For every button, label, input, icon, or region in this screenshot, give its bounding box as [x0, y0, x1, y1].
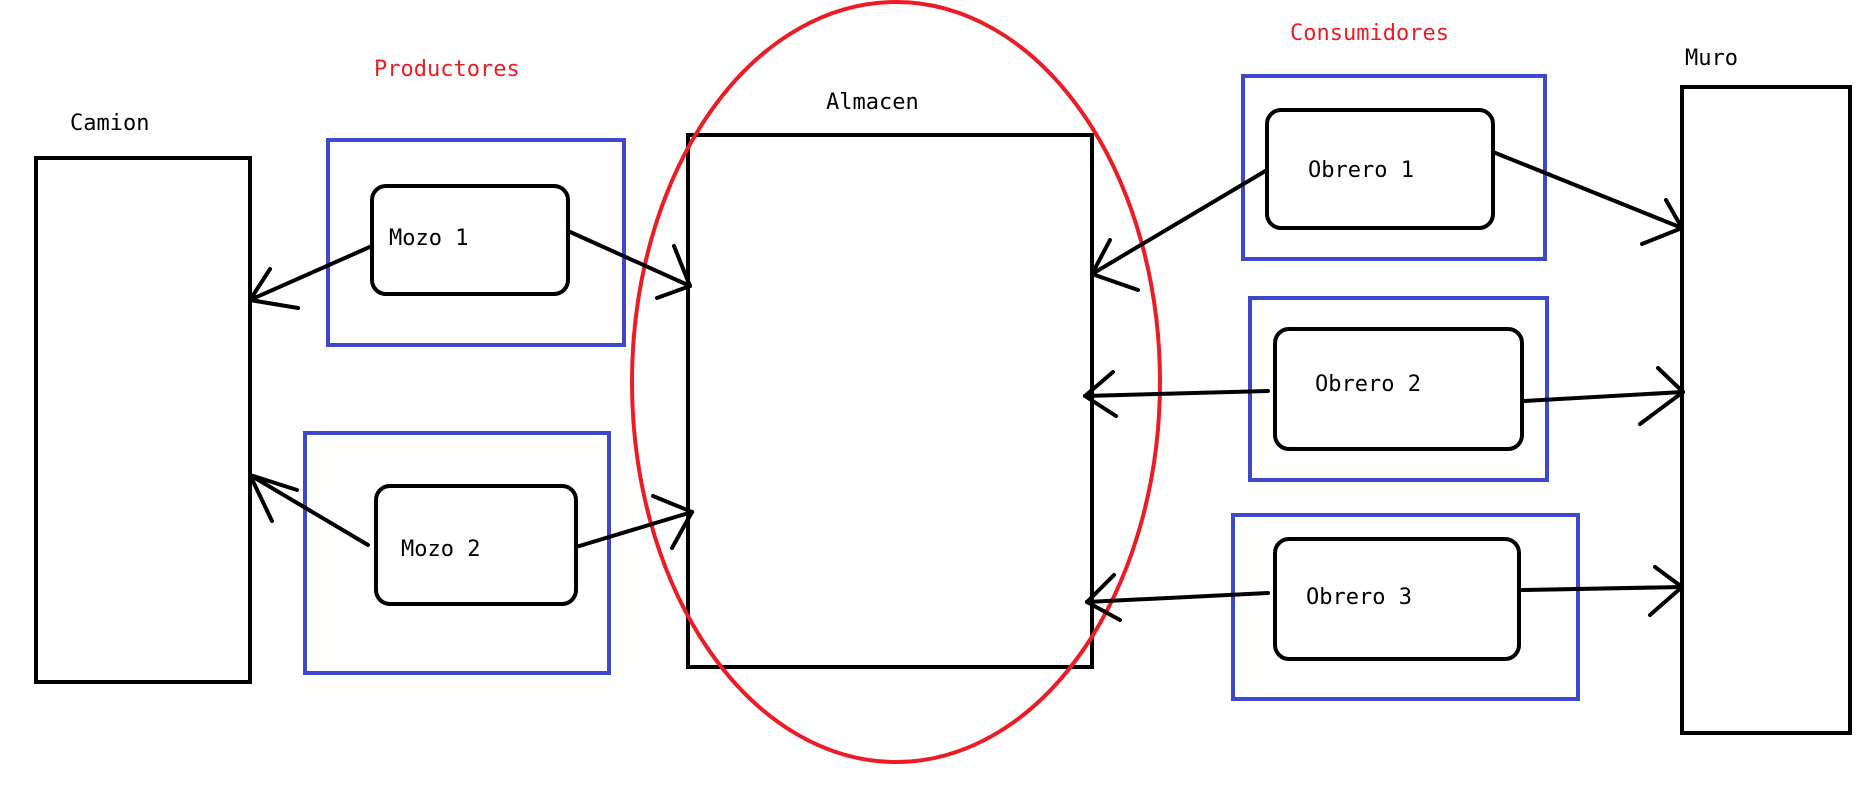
obrero-1-label: Obrero 1	[1308, 158, 1414, 183]
mozo-1-node	[370, 184, 570, 296]
mozo-1-label: Mozo 1	[389, 226, 468, 251]
arrow-mozo-2-to-almacen	[574, 494, 694, 550]
arrow-obrero-2-to-almacen	[1083, 370, 1270, 418]
arrow-obrero-2-to-muro	[1522, 366, 1685, 426]
almacen-label: Almacen	[826, 90, 919, 115]
mozo-2-label: Mozo 2	[401, 537, 480, 562]
arrow-mozo-1-to-camion	[248, 244, 374, 310]
obrero-2-node	[1273, 327, 1524, 451]
arrow-obrero-1-to-almacen	[1090, 168, 1269, 292]
obrero-3-group	[1231, 513, 1580, 701]
arrow-mozo-1-to-almacen	[566, 229, 692, 300]
almacen-highlight-ellipse	[630, 0, 1162, 764]
arrow-mozo-2-to-camion	[248, 473, 370, 547]
arrow-obrero-3-to-almacen	[1085, 573, 1270, 622]
almacen-box	[686, 133, 1094, 669]
muro-box	[1680, 85, 1852, 735]
mozo-2-group	[303, 431, 611, 675]
camion-box	[34, 156, 252, 684]
mozo-1-group	[326, 138, 626, 347]
consumidores-title: Consumidores	[1290, 21, 1449, 46]
obrero-1-group	[1241, 74, 1547, 261]
arrow-obrero-1-to-muro	[1491, 150, 1684, 246]
arrow-obrero-3-to-muro	[1520, 565, 1684, 617]
productores-title: Productores	[374, 57, 520, 82]
obrero-2-label: Obrero 2	[1315, 372, 1421, 397]
muro-label: Muro	[1685, 46, 1738, 71]
obrero-3-node	[1273, 537, 1521, 661]
obrero-3-label: Obrero 3	[1306, 585, 1412, 610]
obrero-2-group	[1248, 296, 1549, 482]
camion-label: Camion	[70, 111, 149, 136]
